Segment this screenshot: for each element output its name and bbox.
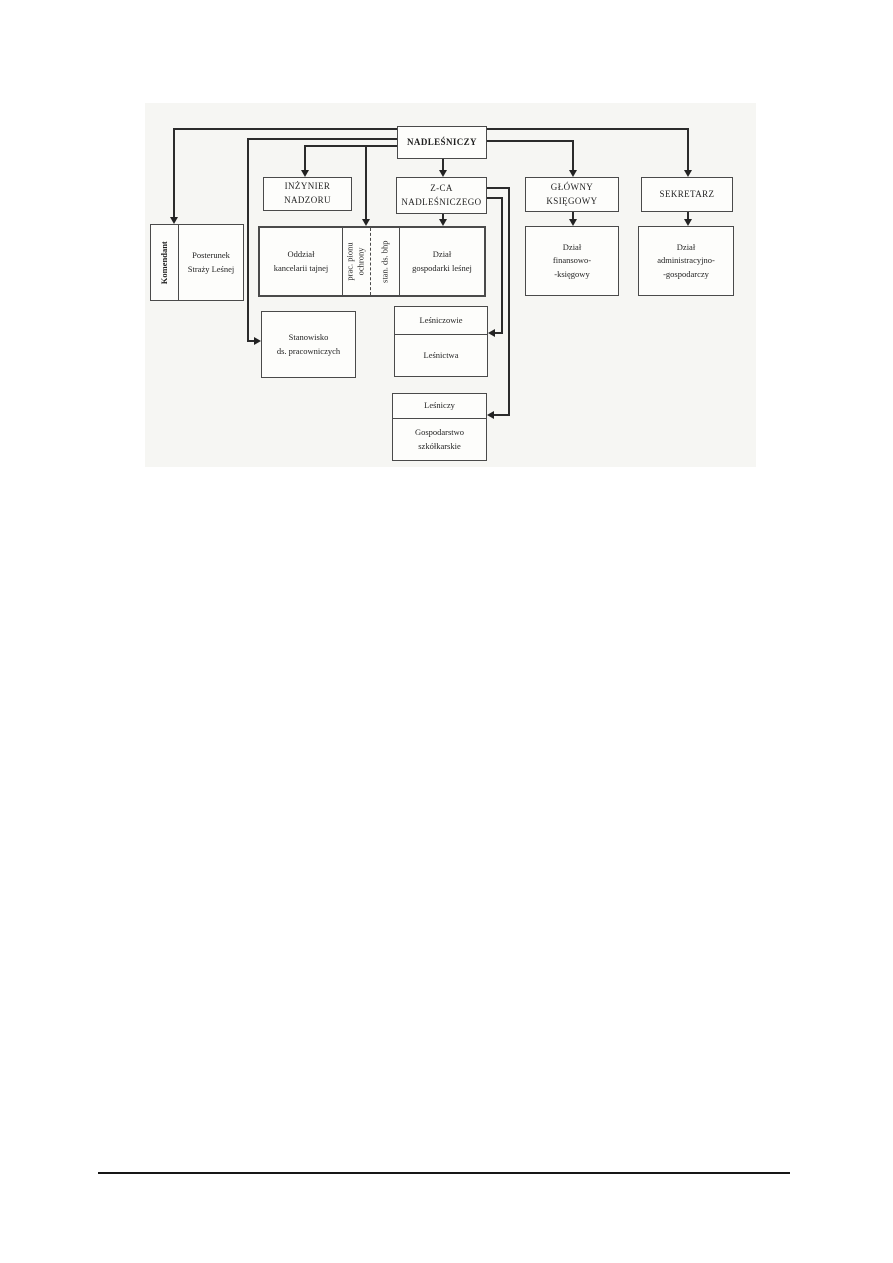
node-label: prac. pionu [345,242,356,281]
connector-nadlesniczy-inzynier [304,145,306,171]
node-label: ochrony [356,247,367,276]
node-dzial-administracyjno-gospodarczy: Dział administracyjno- -gospodarczy [638,226,734,296]
node-posterunek: Posterunek Straży Leśnej [179,225,243,300]
node-dzial-finansowo-ksiegowy: Dział finansowo- -księgowy [525,226,619,296]
connector-nadlesniczy-sekretarz [487,128,688,130]
node-label: Stanowisko [288,332,329,343]
connector-zca-lesniczy [508,187,510,416]
node-label: Dział [432,249,452,260]
node-pion-nadlesniczego: Oddział kancelarii tajnej prac. pionu oc… [258,226,486,297]
connector-nadlesniczy-zca-arrow [439,170,447,177]
connector-nadlesniczy-stanowisko-arrow [254,337,261,345]
connector-glowny-finansowy-arrow [569,219,577,226]
node-posterunek-strazy-lesnej: Komendant Posterunek Straży Leśnej [150,224,244,301]
node-komendant: Komendant [151,225,179,300]
connector-nadlesniczy-posterunek [174,128,397,130]
node-label: NADZORU [284,195,331,205]
connector-zca-lesniczy [487,187,509,189]
node-label: administracyjno- [657,255,715,266]
connector-nadlesniczy-sekretarz [687,128,689,171]
node-label: KSIĘGOWY [546,195,598,206]
node-label: Leśnictwa [423,349,459,360]
connector-nadlesniczy-zca [442,159,444,171]
node-label: Z-CA [430,182,453,193]
connector-zca-gospodarki-arrow [439,219,447,226]
connector-nadlesniczy-inzynier-arrow [301,170,309,177]
connector-nadlesniczy-sekretarz-arrow [684,170,692,177]
node-label: Leśniczy [424,400,455,411]
node-gospodarstwo-szkolkarskie: Gospodarstwo szkółkarskie [393,419,486,460]
node-sekretarz: SEKRETARZ [641,177,733,212]
node-lesniczy-header: Leśniczy [393,394,486,419]
connector-zca-lesniczowie-arrow [488,329,495,337]
node-label: -gospodarczy [663,268,709,279]
connector-zca-gospodarki [442,214,444,220]
connector-nadlesniczy-glowny [572,140,574,171]
node-lesnictwa: Leśnictwa [395,335,487,376]
node-label: Dział [562,242,582,253]
connector-nadlesniczy-stanowisko [248,138,397,140]
footer-divider [98,1172,790,1174]
node-label: kancelarii tajnej [273,262,329,273]
node-label: Posterunek [192,250,230,261]
node-label: Dział [676,242,696,253]
node-label: Leśniczowie [419,314,463,325]
node-label: SEKRETARZ [659,188,715,199]
connector-glowny-finansowy [572,212,574,220]
node-inzynier-nadzoru: INŻYNIER NADZORU [263,177,352,211]
connector-zca-lesniczowie [487,197,502,199]
node-label: NADLEŚNICZEGO [401,196,482,207]
node-stanowisko-ds-pracowniczych: Stanowisko ds. pracowniczych [261,311,356,378]
connector-sekretarz-admin-arrow [684,219,692,226]
node-lesniczowie-header: Leśniczowie [395,307,487,335]
node-stan-ds-bhp: stan. ds. bhp [371,228,400,295]
node-label: gospodarki leśnej [412,262,472,273]
node-lesniczy: Leśniczy Gospodarstwo szkółkarskie [392,393,487,461]
connector-nadlesniczy-posterunek [173,128,175,218]
connector-nadlesniczy-inzynier [305,145,397,147]
connector-nadlesniczy-stanowisko [247,138,249,341]
node-label: szkółkarskie [418,440,461,451]
node-lesniczowie: Leśniczowie Leśnictwa [394,306,488,377]
node-label: stan. ds. bhp [379,240,390,283]
connector-zca-lesniczy-arrow [487,411,494,419]
node-dzial-gospodarki-lesnej: Dział gospodarki leśnej [400,228,484,295]
node-label: Straży Leśnej [187,263,235,274]
node-zca-nadlesniczego: Z-CA NADLEŚNICZEGO [396,177,487,214]
connector-zca-lesniczy [493,414,509,416]
node-label: ds. pracowniczych [276,345,341,356]
node-label: Gospodarstwo [414,427,465,438]
connector-nadlesniczy-stanowisko [247,340,255,342]
node-label: INŻYNIER [284,181,331,192]
node-label: Oddział [287,249,315,260]
node-glowny-ksiegowy: GŁÓWNY KSIĘGOWY [525,177,619,212]
connector-nadlesniczy-posterunek-arrow [170,217,178,224]
node-nadlesniczy: NADLEŚNICZY [397,126,487,159]
connector-nadlesniczy-glowny-arrow [569,170,577,177]
node-oddzial-kancelarii-tajnej: Oddział kancelarii tajnej [260,228,343,295]
node-label: GŁÓWNY [550,181,594,192]
connector-zca-lesniczowie [501,197,503,334]
connector-zca-lesniczowie [494,332,502,334]
node-label: -księgowy [554,268,590,279]
connector-nadlesniczy-bhp-arrow [362,219,370,226]
node-label: NADLEŚNICZY [407,136,477,147]
connector-nadlesniczy-glowny [487,140,573,142]
node-label: finansowo- [552,255,592,266]
node-prac-pionu-ochrony: prac. pionu ochrony [343,228,371,295]
connector-sekretarz-admin [687,212,689,220]
node-label: Komendant [158,241,169,284]
connector-nadlesniczy-bhp [365,146,367,220]
